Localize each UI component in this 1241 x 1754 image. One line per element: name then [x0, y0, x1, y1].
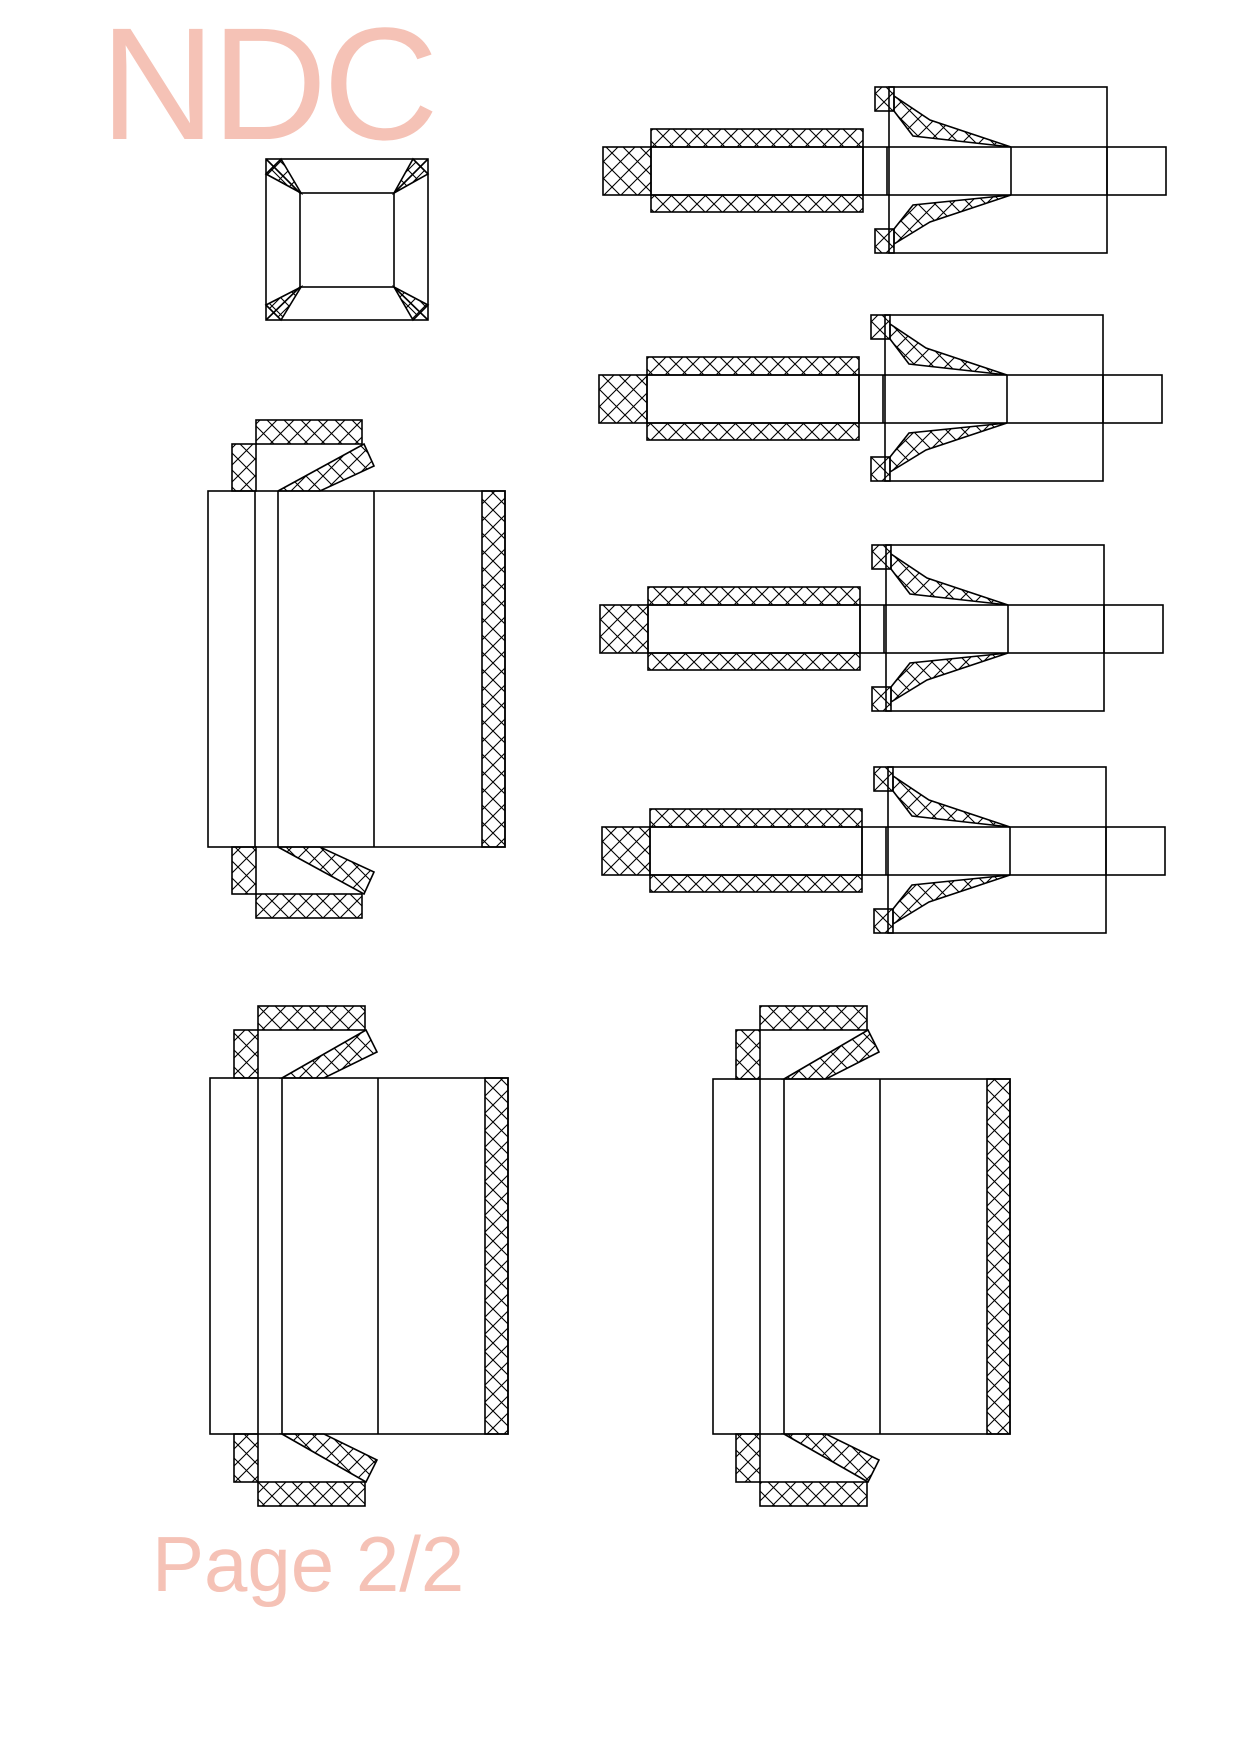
- side-view-main: [207, 419, 506, 919]
- section-view-2: [598, 314, 1163, 482]
- section-view-1: [602, 86, 1167, 254]
- section-view-3: [599, 544, 1164, 712]
- side-view-bottom-left: [209, 1005, 509, 1507]
- top-view-frame: [264, 157, 430, 322]
- section-view-4: [601, 766, 1166, 934]
- page-title: NDC: [100, 0, 439, 173]
- page-number: Page 2/2: [152, 1520, 465, 1608]
- side-view-bottom-right: [712, 1005, 1011, 1507]
